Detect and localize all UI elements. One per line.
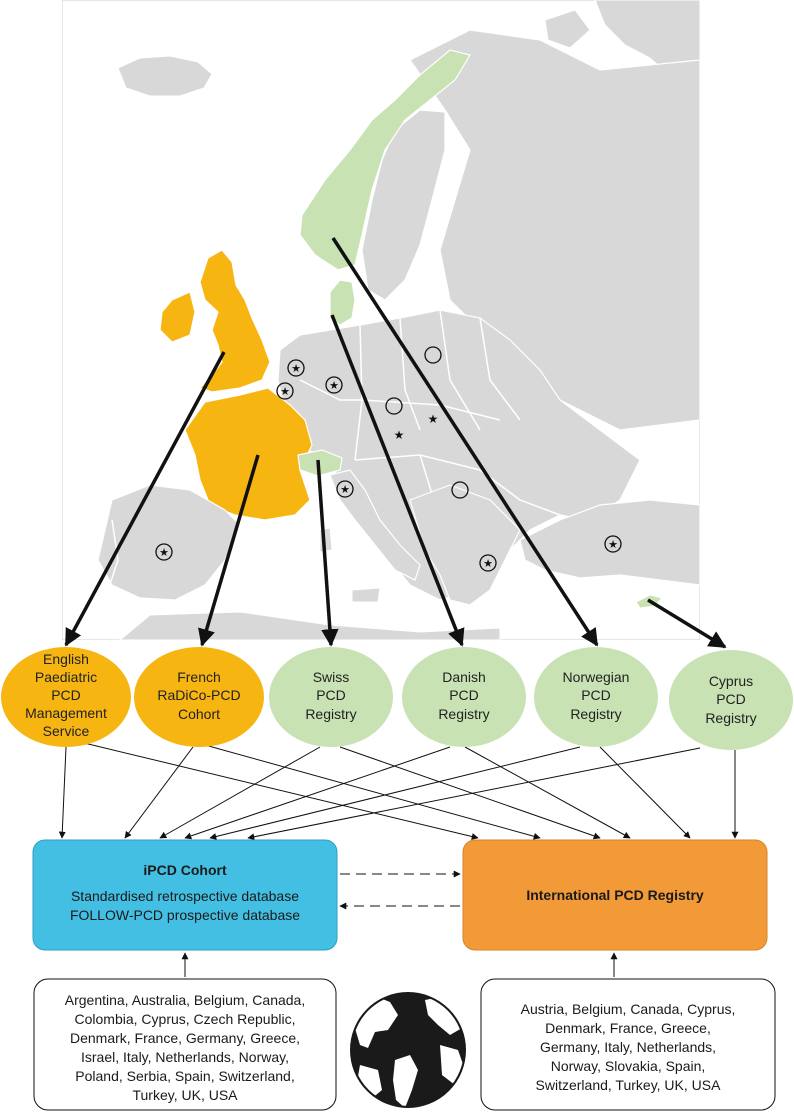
italy-shape [329, 469, 421, 581]
node-english-line-2: Paediatric [35, 669, 97, 685]
denmark-shape [329, 279, 356, 326]
circle-icon-poland [424, 346, 442, 364]
node-to-box-arrows [58, 741, 739, 841]
arrow-uk-to-english [64, 351, 226, 647]
node-cyprus-line-3: Registry [705, 710, 756, 726]
ipcd-countries-line-1: Argentina, Australia, Belgium, Canada, [65, 992, 305, 1008]
svg-text:★: ★ [280, 385, 290, 398]
node-cyprus: Cyprus PCD Registry [669, 650, 793, 750]
registry-countries-box: Austria, Belgium, Canada, Cyprus, Denmar… [480, 978, 776, 1111]
node-english-line-5: Service [43, 723, 90, 739]
ipcd-countries-line-5: Poland, Serbia, Spain, Switzerland, [75, 1068, 294, 1084]
node-swiss-line-3: Registry [305, 706, 356, 722]
sweden-shape [361, 109, 446, 301]
list-to-box-arrows [181, 952, 618, 977]
node-cyprus-line-2: PCD [716, 691, 746, 707]
svg-text:★: ★ [291, 362, 301, 375]
node-danish: Danish PCD Registry [402, 647, 526, 747]
node-danish-line-2: PCD [449, 687, 479, 703]
circle-icon-czech [385, 397, 403, 415]
switzerland-shape [297, 449, 343, 477]
node-english-line-1: English [43, 651, 89, 667]
ipcd-line-2: FOLLOW-PCD prospective database [70, 907, 300, 923]
svg-text:★: ★ [608, 538, 618, 551]
node-norwegian-line-2: PCD [581, 687, 611, 703]
node-french-line-2: RaDiCo-PCD [157, 687, 240, 703]
svg-text:★: ★ [428, 412, 439, 426]
node-french: French RaDiCo-PCD Cohort [134, 647, 264, 747]
node-english-line-3: PCD [51, 687, 81, 703]
node-norwegian-line-3: Registry [570, 706, 621, 722]
iberia-shape [97, 484, 241, 601]
map-symbols: ★ ★ ★ ★ ★ ★ ★ ★ ★ [155, 346, 622, 572]
globe-icon [350, 992, 466, 1108]
node-french-line-3: Cohort [178, 706, 220, 722]
node-swiss-line-1: Swiss [313, 669, 350, 685]
ipcd-title: iPCD Cohort [143, 862, 227, 878]
international-registry-box: International PCD Registry [462, 839, 768, 951]
node-swiss: Swiss PCD Registry [269, 647, 393, 747]
arrow-switzerland-to-swiss [316, 459, 339, 647]
svg-text:★: ★ [329, 379, 339, 392]
arrow-france-to-french [198, 454, 260, 647]
registry-countries-line-5: Switzerland, Turkey, UK, USA [536, 1077, 722, 1093]
balkans-shape [409, 484, 521, 606]
ipcd-countries-line-3: Denmark, France, Germany, Greece, [70, 1030, 300, 1046]
circle-star-icon-italy: ★ [336, 480, 354, 498]
star-icon-austria: ★ [394, 428, 405, 442]
node-cyprus-line-1: Cyprus [709, 673, 753, 689]
circle-star-icon-netherlands-1: ★ [287, 359, 305, 377]
ipcd-line-1: Standardised retrospective database [71, 888, 299, 904]
europe-map: ★ ★ ★ ★ ★ ★ ★ ★ ★ [62, 0, 700, 640]
node-english-line-4: Management [25, 705, 107, 721]
circle-star-icon-belgium: ★ [276, 382, 294, 400]
registry-countries-line-1: Austria, Belgium, Canada, Cyprus, [521, 1001, 736, 1017]
registry-countries-line-3: Germany, Italy, Netherlands, [540, 1039, 716, 1055]
registry-countries-line-4: Norway, Slovakia, Spain, [551, 1058, 706, 1074]
circle-star-icon-spain: ★ [155, 543, 173, 561]
ireland-shape [159, 291, 196, 343]
ipcd-countries-line-4: Israel, Italy, Netherlands, Norway, [81, 1049, 289, 1065]
node-french-line-1: French [177, 669, 221, 685]
arrow-denmark-to-danish [330, 314, 465, 647]
turkey-shape [519, 499, 700, 586]
node-danish-line-1: Danish [442, 669, 486, 685]
node-norwegian: Norwegian PCD Registry [534, 647, 658, 747]
source-nodes: English Paediatric PCD Management Servic… [1, 647, 793, 750]
registry-countries-line-2: Denmark, France, Greece, [545, 1020, 711, 1036]
svg-text:★: ★ [394, 428, 405, 442]
map-arrows [64, 237, 727, 649]
star-icon-slovakia: ★ [428, 412, 439, 426]
ipcd-countries-box: Argentina, Australia, Belgium, Canada, C… [33, 978, 337, 1111]
circle-star-icon-turkey: ★ [604, 535, 622, 553]
arrow-norway-to-norwegian [331, 237, 599, 647]
circle-star-icon-germany: ★ [325, 376, 343, 394]
circle-star-icon-greece: ★ [479, 554, 497, 572]
ipcd-countries-line-2: Colombia, Cyprus, Czech Republic, [75, 1011, 296, 1027]
iceland-shape [117, 55, 213, 97]
circle-icon-serbia [451, 481, 469, 499]
dashed-exchange-arrows [339, 870, 461, 910]
node-swiss-line-2: PCD [316, 687, 346, 703]
registry-title: International PCD Registry [526, 887, 704, 903]
norway-shape [299, 49, 471, 271]
arrow-cyprus-to-cyprus [647, 598, 727, 649]
svg-text:★: ★ [340, 483, 350, 496]
svg-text:★: ★ [159, 546, 169, 559]
svg-text:★: ★ [483, 557, 493, 570]
node-english: English Paediatric PCD Management Servic… [1, 647, 131, 747]
ipcd-cohort-box: iPCD Cohort Standardised retrospective d… [32, 839, 338, 951]
node-norwegian-line-1: Norwegian [563, 669, 630, 685]
node-danish-line-3: Registry [438, 706, 489, 722]
ipcd-countries-line-6: Turkey, UK, USA [132, 1087, 238, 1103]
uk-shape [198, 249, 271, 393]
